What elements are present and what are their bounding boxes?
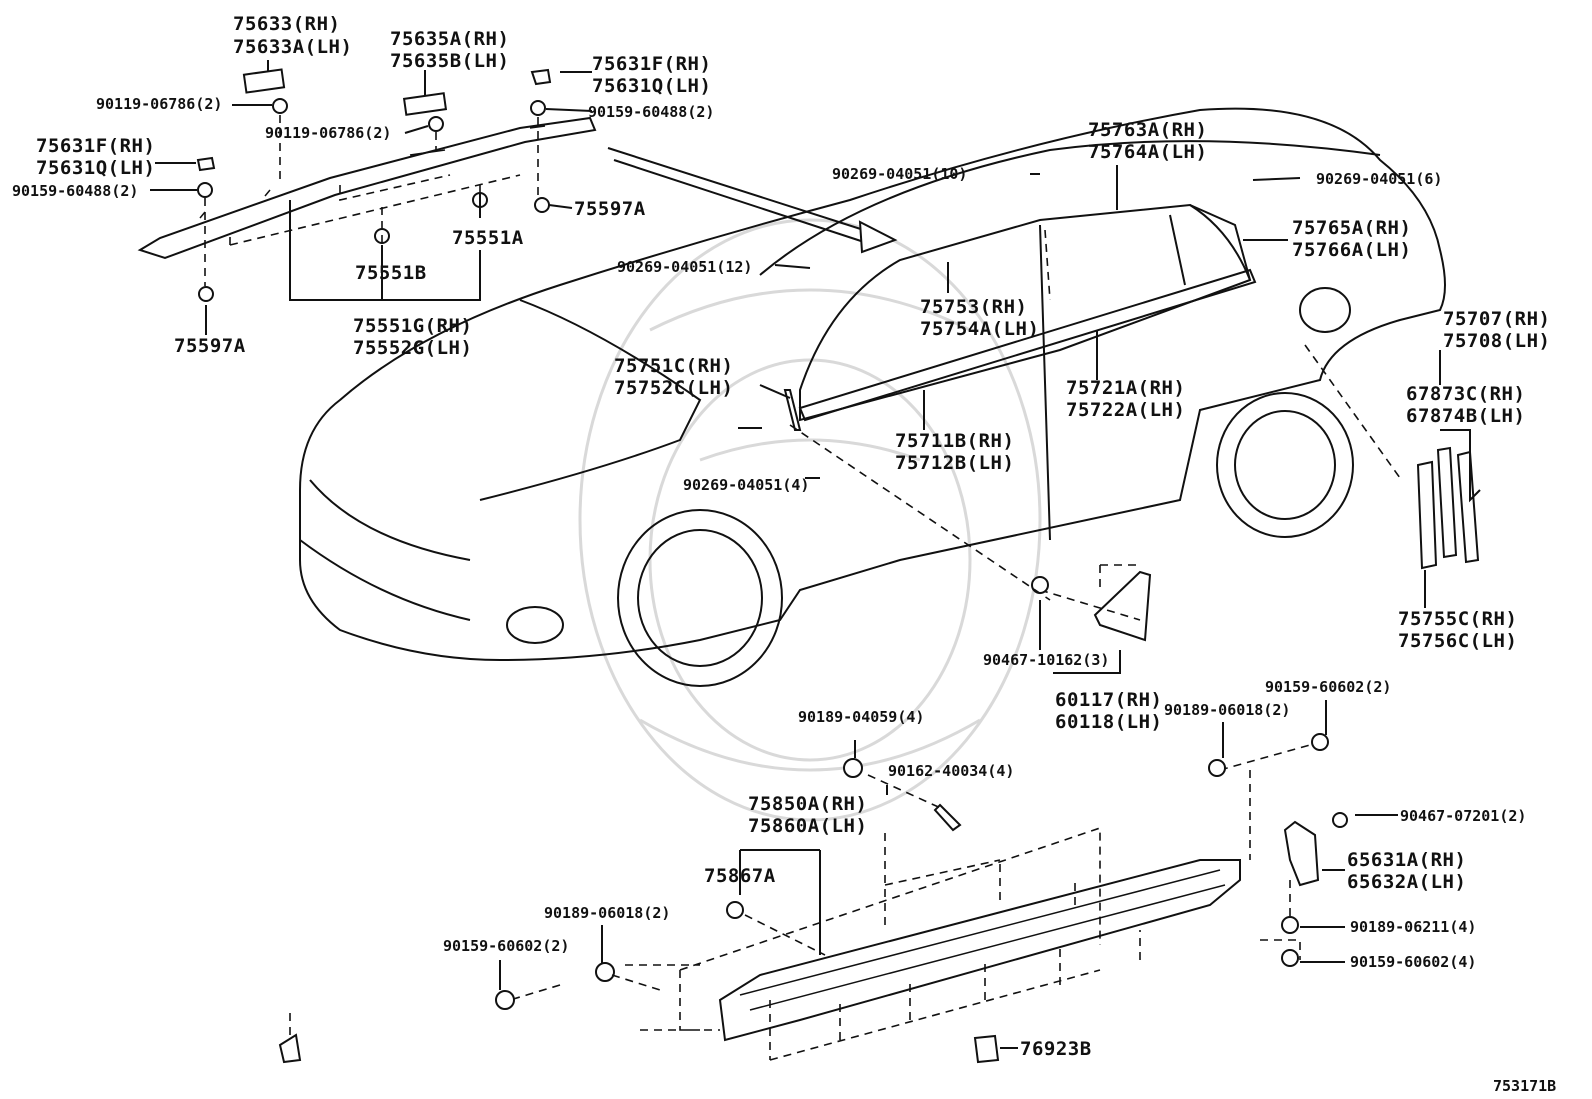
roof-rail-assembly [137,68,597,335]
label-75707-rh: 75707(RH) [1443,308,1550,330]
label-75631f-rh-left: 75631F(RH) [36,135,155,157]
leader-lines [150,60,1481,1049]
window-piece [1031,564,1152,642]
label-90119-06786-a: 90119-06786(2) [96,95,222,113]
label-75597a-bottom: 75597A [174,335,246,357]
label-76923b: 76923B [1020,1038,1092,1060]
bottom-clip [973,1034,1000,1064]
label-75850a-rh: 75850A(RH) [748,793,867,815]
label-90162-40034: 90162-40034(4) [888,762,1014,780]
label-90189-06018-left: 90189-06018(2) [544,904,670,922]
label-75551b: 75551B [355,262,427,284]
label-75708-lh: 75708(LH) [1443,330,1550,352]
label-75755c-rh: 75755C(RH) [1398,608,1517,630]
label-75860a-lh: 75860A(LH) [748,815,867,837]
label-90119-06786-b: 90119-06786(2) [265,124,391,142]
label-75766a-lh: 75766A(LH) [1292,239,1411,261]
label-75756c-lh: 75756C(LH) [1398,630,1517,652]
label-75754a-lh: 75754A(LH) [920,318,1039,340]
label-75721a-rh: 75721A(RH) [1066,377,1185,399]
label-67874b-lh: 67874B(LH) [1406,405,1525,427]
label-75631q-lh-left: 75631Q(LH) [36,157,155,179]
label-75631f-rh-top: 75631F(RH) [592,53,711,75]
label-65631a-rh: 65631A(RH) [1347,849,1466,871]
label-75597a-top: 75597A [574,198,646,220]
rocker-panel-assembly [278,733,1348,1064]
label-65632a-lh: 65632A(LH) [1347,871,1466,893]
label-75752c-lh: 75752C(LH) [614,377,733,399]
label-75635a-rh: 75635A(RH) [390,28,509,50]
label-60118-lh: 60118(LH) [1055,711,1162,733]
label-75712b-lh: 75712B(LH) [895,452,1014,474]
car-body-outline [299,107,1446,687]
label-90467-07201: 90467-07201(2) [1400,807,1526,825]
label-75551a: 75551A [452,227,524,249]
label-60117-rh: 60117(RH) [1055,689,1162,711]
label-75633a-lh: 75633A(LH) [233,36,352,58]
label-75722a-lh: 75722A(LH) [1066,399,1185,421]
label-75633-rh: 75633(RH) [233,13,340,35]
label-90159-60488-top: 90159-60488(2) [588,103,714,121]
label-75763a-rh: 75763A(RH) [1088,119,1207,141]
label-90467-10162: 90467-10162(3) [983,651,1109,669]
label-75753-rh: 75753(RH) [920,296,1027,318]
label-67873c-rh: 67873C(RH) [1406,383,1525,405]
label-75867a: 75867A [704,865,776,887]
label-90269-04051-10: 90269-04051(10) [832,165,967,183]
label-90189-04059: 90189-04059(4) [798,708,924,726]
label-90159-60602-bottom: 90159-60602(4) [1350,953,1476,971]
label-90189-06018-right: 90189-06018(2) [1164,701,1290,719]
label-90269-04051-12: 90269-04051(12) [617,258,752,276]
label-90159-60602-left: 90159-60602(2) [443,937,569,955]
direction-arrow [607,147,898,254]
label-75751c-rh: 75751C(RH) [614,355,733,377]
label-75765a-rh: 75765A(RH) [1292,217,1411,239]
label-75635b-lh: 75635B(LH) [390,50,509,72]
rear-garnish-parts [1416,446,1480,570]
label-90159-60602-right: 90159-60602(2) [1265,678,1391,696]
watermark-logo [578,218,1042,822]
label-75552g-lh: 75552G(LH) [353,337,472,359]
label-75764a-lh: 75764A(LH) [1088,141,1207,163]
label-90269-04051-4: 90269-04051(4) [683,476,809,494]
label-90189-06211: 90189-06211(4) [1350,918,1476,936]
label-75551g-rh: 75551G(RH) [353,315,472,337]
diagram-id: 753171B [1493,1077,1556,1095]
label-75711b-rh: 75711B(RH) [895,430,1014,452]
label-75631q-lh-top: 75631Q(LH) [592,75,711,97]
label-90269-04051-6: 90269-04051(6) [1316,170,1442,188]
label-90159-60488-left: 90159-60488(2) [12,182,138,200]
part-labels: 75633(RH) 75633A(LH) 75635A(RH) 75635B(L… [12,13,1556,1095]
